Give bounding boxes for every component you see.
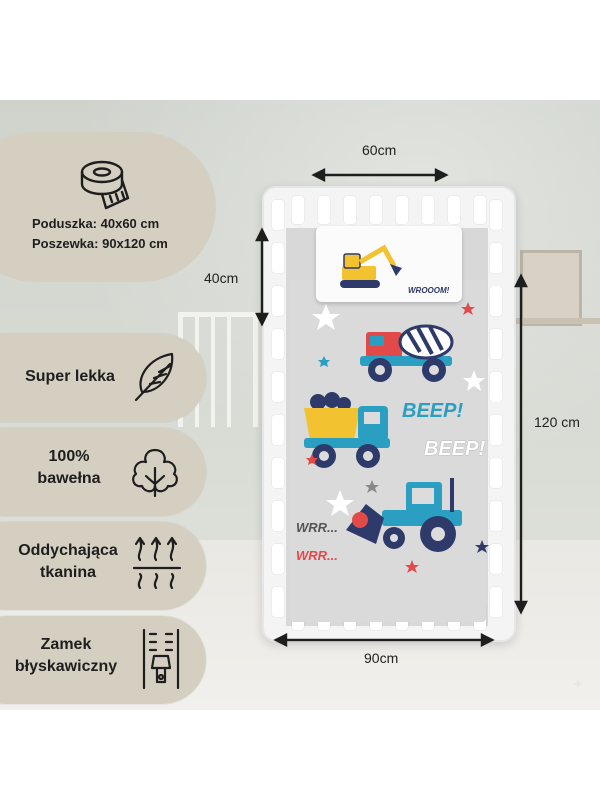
feature-label-light: Super lekka [25, 368, 115, 385]
cotton-line-2: bawełna [37, 470, 101, 487]
crib-slat [490, 501, 502, 531]
crib-slat [474, 196, 486, 224]
print-wroom: WROOOM! [408, 286, 450, 295]
feature-badge-light [0, 334, 206, 422]
crib-slat [272, 587, 284, 617]
crib-slat [448, 196, 460, 224]
dim-pillow-height: 40cm [204, 270, 239, 286]
breathable-icon [132, 536, 182, 590]
dim-top-width: 60cm [362, 142, 397, 158]
size-info-text: Poduszka: 40x60 cm Poszewka: 90x120 cm [32, 214, 168, 254]
crib-slat [292, 196, 304, 224]
crib-slat [318, 196, 330, 224]
crib-slat [490, 372, 502, 402]
pillowcase [316, 226, 462, 302]
print-beep-1: BEEP! [402, 400, 464, 422]
feather-icon [134, 352, 174, 402]
cotton-line-1: 100% [48, 448, 90, 465]
feature-badge-zipper [0, 616, 206, 704]
dim-side-height: 120 cm [534, 414, 580, 430]
crib-slat [272, 415, 284, 445]
crib-slat [344, 196, 356, 224]
crib-slat [272, 501, 284, 531]
crib-slat [396, 196, 408, 224]
print-wrr-1: WRR... [296, 520, 338, 535]
crib-slat [490, 544, 502, 574]
crib-slat [272, 200, 284, 230]
cover-size: Poszewka: 90x120 cm [32, 236, 168, 251]
crib-slat [272, 458, 284, 488]
zipper-icon [142, 628, 180, 690]
print-wrr-2: WRR... [296, 548, 338, 563]
crib-slat [272, 329, 284, 359]
cement-truck-print [360, 324, 454, 382]
dump-truck-print [304, 392, 390, 468]
tractor-print [346, 478, 462, 552]
crib-slat [272, 286, 284, 316]
feature-badge-cotton [0, 428, 206, 516]
feature-badge-breathable [0, 522, 206, 610]
crib-slat [272, 372, 284, 402]
crib-slat [490, 415, 502, 445]
dim-bottom-width: 90cm [364, 650, 399, 666]
measuring-tape-icon [80, 160, 130, 210]
zipper-line-1: Zamek [40, 636, 92, 653]
crib-slat [490, 243, 502, 273]
crib-slat [490, 329, 502, 359]
crib-slat [490, 458, 502, 488]
pillow-size: Poduszka: 40x60 cm [32, 216, 160, 231]
crib-slat [490, 286, 502, 316]
crib-slat [272, 243, 284, 273]
crib-slat [422, 196, 434, 224]
crib-slat [490, 587, 502, 617]
star-decorations [306, 302, 489, 573]
breathable-line-1: Oddychająca [18, 542, 118, 559]
zipper-line-2: błyskawiczny [14, 658, 118, 675]
crib-slat [370, 196, 382, 224]
feature-label-cotton: 100% bawełna [14, 446, 124, 490]
sparkle-icon: ✦ [572, 676, 584, 692]
feature-label-zipper: Zamek błyskawiczny [0, 634, 132, 678]
cotton-icon [132, 448, 178, 498]
breathable-line-2: tkanina [39, 564, 96, 581]
print-beep-2: BEEP! [424, 438, 486, 460]
crib-slat [272, 544, 284, 574]
excavator-print [340, 244, 402, 288]
feature-label-breathable: Oddychająca tkanina [8, 540, 128, 584]
wall-shelf [500, 318, 600, 324]
crib-slat [490, 200, 502, 230]
